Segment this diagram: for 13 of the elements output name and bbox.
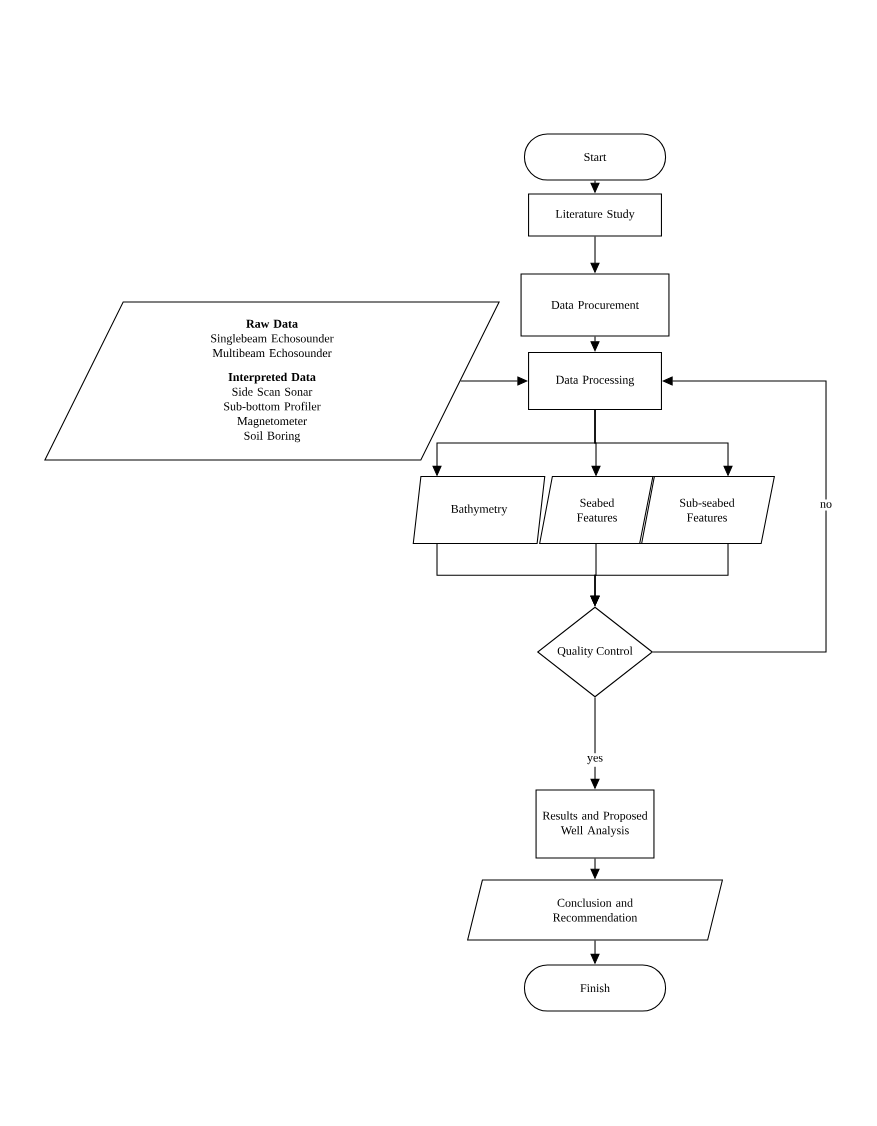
arrow	[652, 376, 827, 653]
data-parallelogram: Sub-seabed Features	[639, 475, 775, 545]
edge-label: yes	[584, 753, 606, 767]
process-box: Results and Proposed Well Analysis	[535, 789, 655, 859]
data-parallelogram: Bathymetry	[412, 475, 546, 545]
data-parallelogram: Raw Data Singlebeam Echosounder Multibeam Echosounder Interpreted Data Side Scan Sonar Sub-bottom Profiler Magnetometer Soil Boring	[44, 301, 500, 461]
process-box: Data Procurement	[520, 273, 670, 337]
process-box: Data Processing	[528, 351, 662, 411]
process-box: Literature Study	[528, 193, 662, 237]
edge-label: no	[817, 499, 835, 511]
data-parallelogram: Seabed Features	[539, 475, 655, 545]
arrow	[460, 376, 528, 386]
arrow	[590, 336, 600, 352]
